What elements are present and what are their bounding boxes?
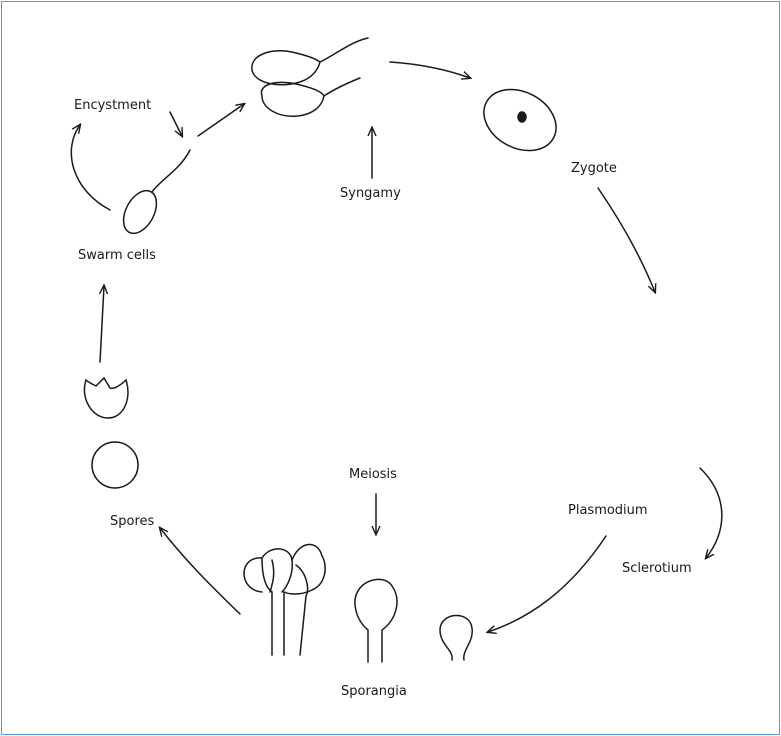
germinating-spore-illustration (83, 376, 129, 419)
arrow-swarm-to-syngamy (197, 104, 244, 137)
arrow-spores-to-swarm-cells (100, 286, 104, 363)
spore-illustration (91, 441, 139, 489)
arrow-sporangia-to-spores (160, 528, 241, 615)
arrow-plasmodium-to-sporangia (488, 535, 607, 632)
swarm-cell-illustration (122, 149, 191, 235)
arrow-encystment-pointer (169, 111, 182, 136)
label-syngamy: Syngamy (340, 186, 401, 201)
arrow-syngamy-to-zygote (389, 61, 470, 78)
label-sclerotium: Sclerotium (622, 561, 692, 576)
arrow-encystment-loop (70, 125, 111, 211)
label-swarm-cells: Swarm cells (78, 248, 156, 263)
label-sporangia: Sporangia (341, 684, 407, 699)
label-zygote: Zygote (571, 161, 617, 176)
label-plasmodium: Plasmodium (568, 503, 648, 518)
arrow-zygote-to-plasmodium (597, 187, 655, 292)
label-meiosis: Meiosis (349, 467, 397, 482)
developing-sporangium-illustration (354, 578, 398, 663)
zygote-illustration (483, 88, 557, 152)
label-spores: Spores (110, 514, 155, 529)
early-sporangium-illustration (439, 614, 473, 661)
arrow-plasmodium-to-sclerotium (699, 467, 723, 558)
sporangia-cluster-illustration (243, 543, 326, 656)
syngamy-gametes-illustration (251, 37, 369, 117)
label-encystment: Encystment (74, 98, 151, 113)
